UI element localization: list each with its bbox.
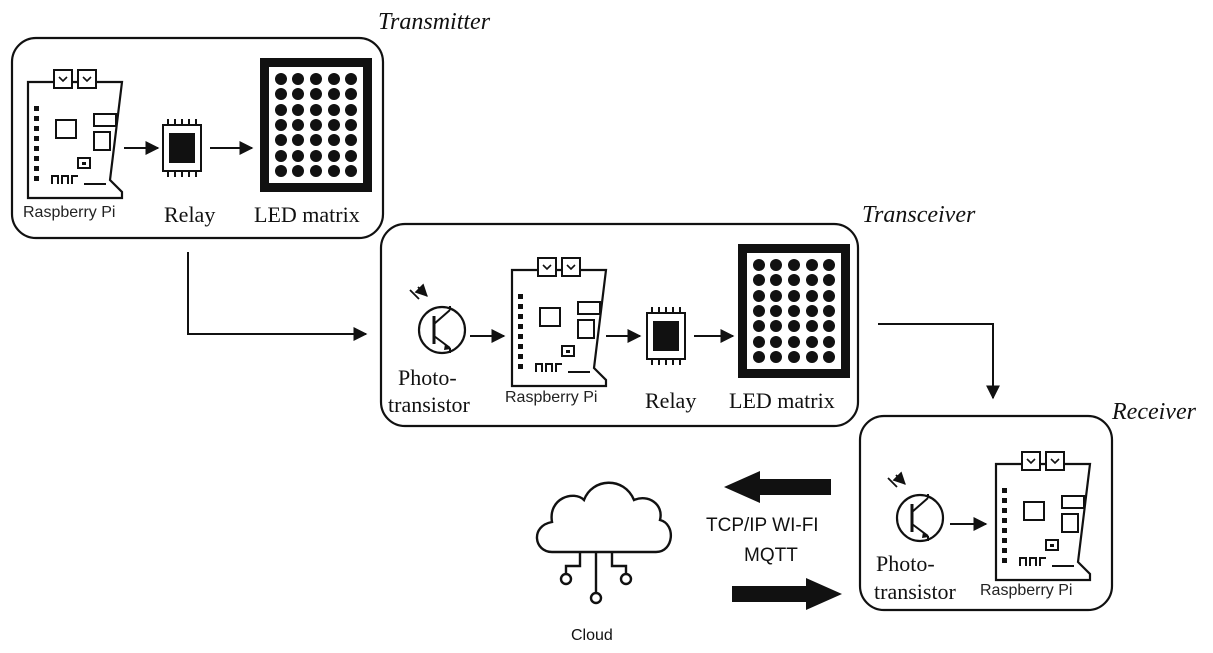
link-protocol-line1: TCP/IP WI-FI	[706, 515, 819, 536]
connector-transceiver-to-receiver	[878, 323, 1000, 400]
receiver-photo-label-line2: transistor	[874, 579, 956, 604]
transceiver-title: Transceiver	[862, 202, 976, 228]
cloud-label: Cloud	[571, 627, 613, 644]
receiver-title: Receiver	[1112, 399, 1196, 425]
transmitter-pi-label: Raspberry Pi	[23, 204, 116, 221]
raspberry-pi-icon	[26, 68, 124, 200]
arrow-right-to-receiver	[732, 578, 842, 610]
transceiver-pi-label: Raspberry Pi	[505, 389, 598, 406]
transceiver-relay-label: Relay	[645, 388, 697, 413]
cloud-icon	[535, 481, 672, 605]
arrow-left-to-cloud	[724, 471, 831, 503]
raspberry-pi-icon	[510, 256, 608, 388]
transceiver-led-label: LED matrix	[729, 388, 835, 413]
led-matrix-icon	[260, 58, 372, 192]
raspberry-pi-icon	[994, 450, 1092, 582]
led-matrix-icon	[738, 244, 850, 378]
transmitter-title: Transmitter	[378, 9, 491, 35]
receiver-photo-label-line1: Photo-	[876, 551, 935, 576]
relay-icon	[162, 118, 202, 178]
transmitter-led-label: LED matrix	[254, 202, 360, 227]
transceiver-photo-label-line2: transistor	[388, 392, 470, 417]
link-protocol-line2: MQTT	[744, 545, 798, 566]
receiver-pi-label: Raspberry Pi	[980, 582, 1073, 599]
transceiver-photo-label-line1: Photo-	[398, 365, 457, 390]
transmitter-relay-label: Relay	[164, 202, 216, 227]
connector-transmitter-to-transceiver	[187, 252, 368, 341]
relay-icon	[646, 306, 686, 366]
